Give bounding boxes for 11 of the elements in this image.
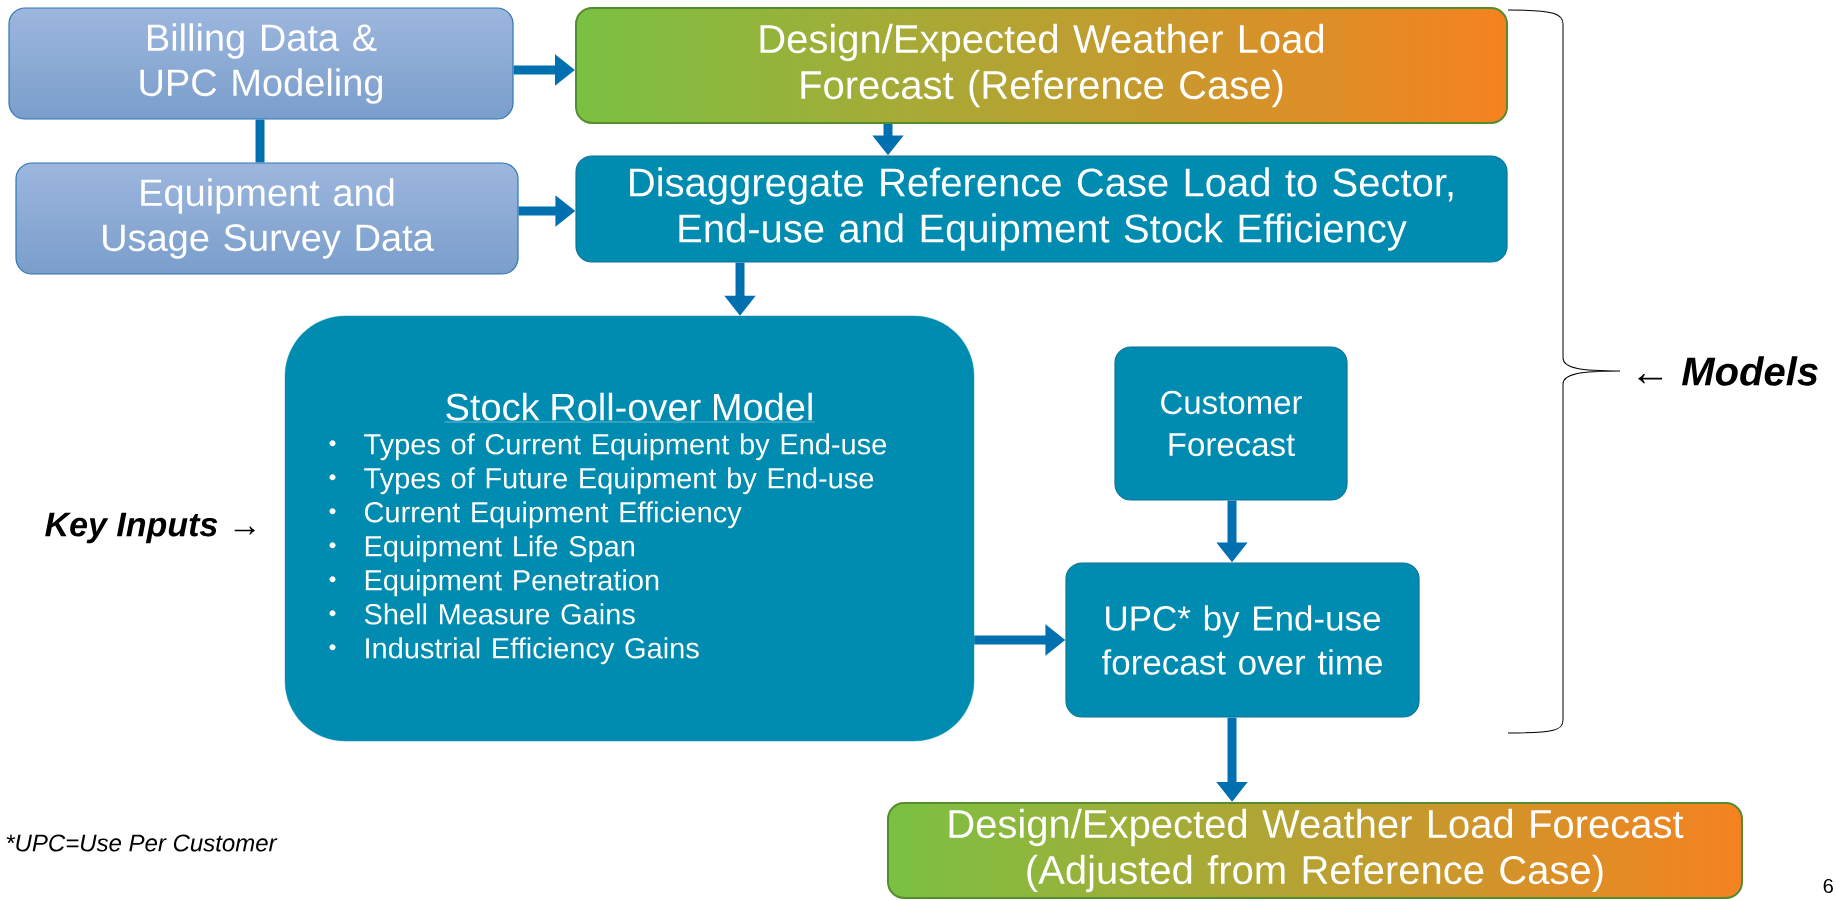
process-box: UPC* by End-use forecast over time xyxy=(1065,562,1420,718)
page-number: 6 xyxy=(1823,878,1833,894)
process-box: Disaggregate Reference Case Load to Sector, End-use and Equipment Stock Efficiency xyxy=(575,155,1508,263)
brace-label: ← Models xyxy=(1638,356,1818,386)
footnote: *UPC=Use Per Customer xyxy=(6,834,278,852)
input-box: Equipment and Usage Survey Data xyxy=(15,162,519,275)
process-box: Customer Forecast xyxy=(1114,346,1348,501)
forecast-box: Design/Expected Weather Load Forecast (Reference Case) xyxy=(575,7,1508,124)
model-box: Stock Roll-over Model Types of Current Equipment by End-use Types of Future Equipment by End-use Current Equipment Efficiency Equipment Life Span Equipment Penetration Shell Measure Gains Industrial Efficiency Gains xyxy=(284,315,975,742)
forecast-box: Design/Expected Weather Load Forecast (Adjusted from Reference Case) xyxy=(887,802,1743,899)
input-box: Billing Data & UPC Modeling xyxy=(8,7,514,120)
